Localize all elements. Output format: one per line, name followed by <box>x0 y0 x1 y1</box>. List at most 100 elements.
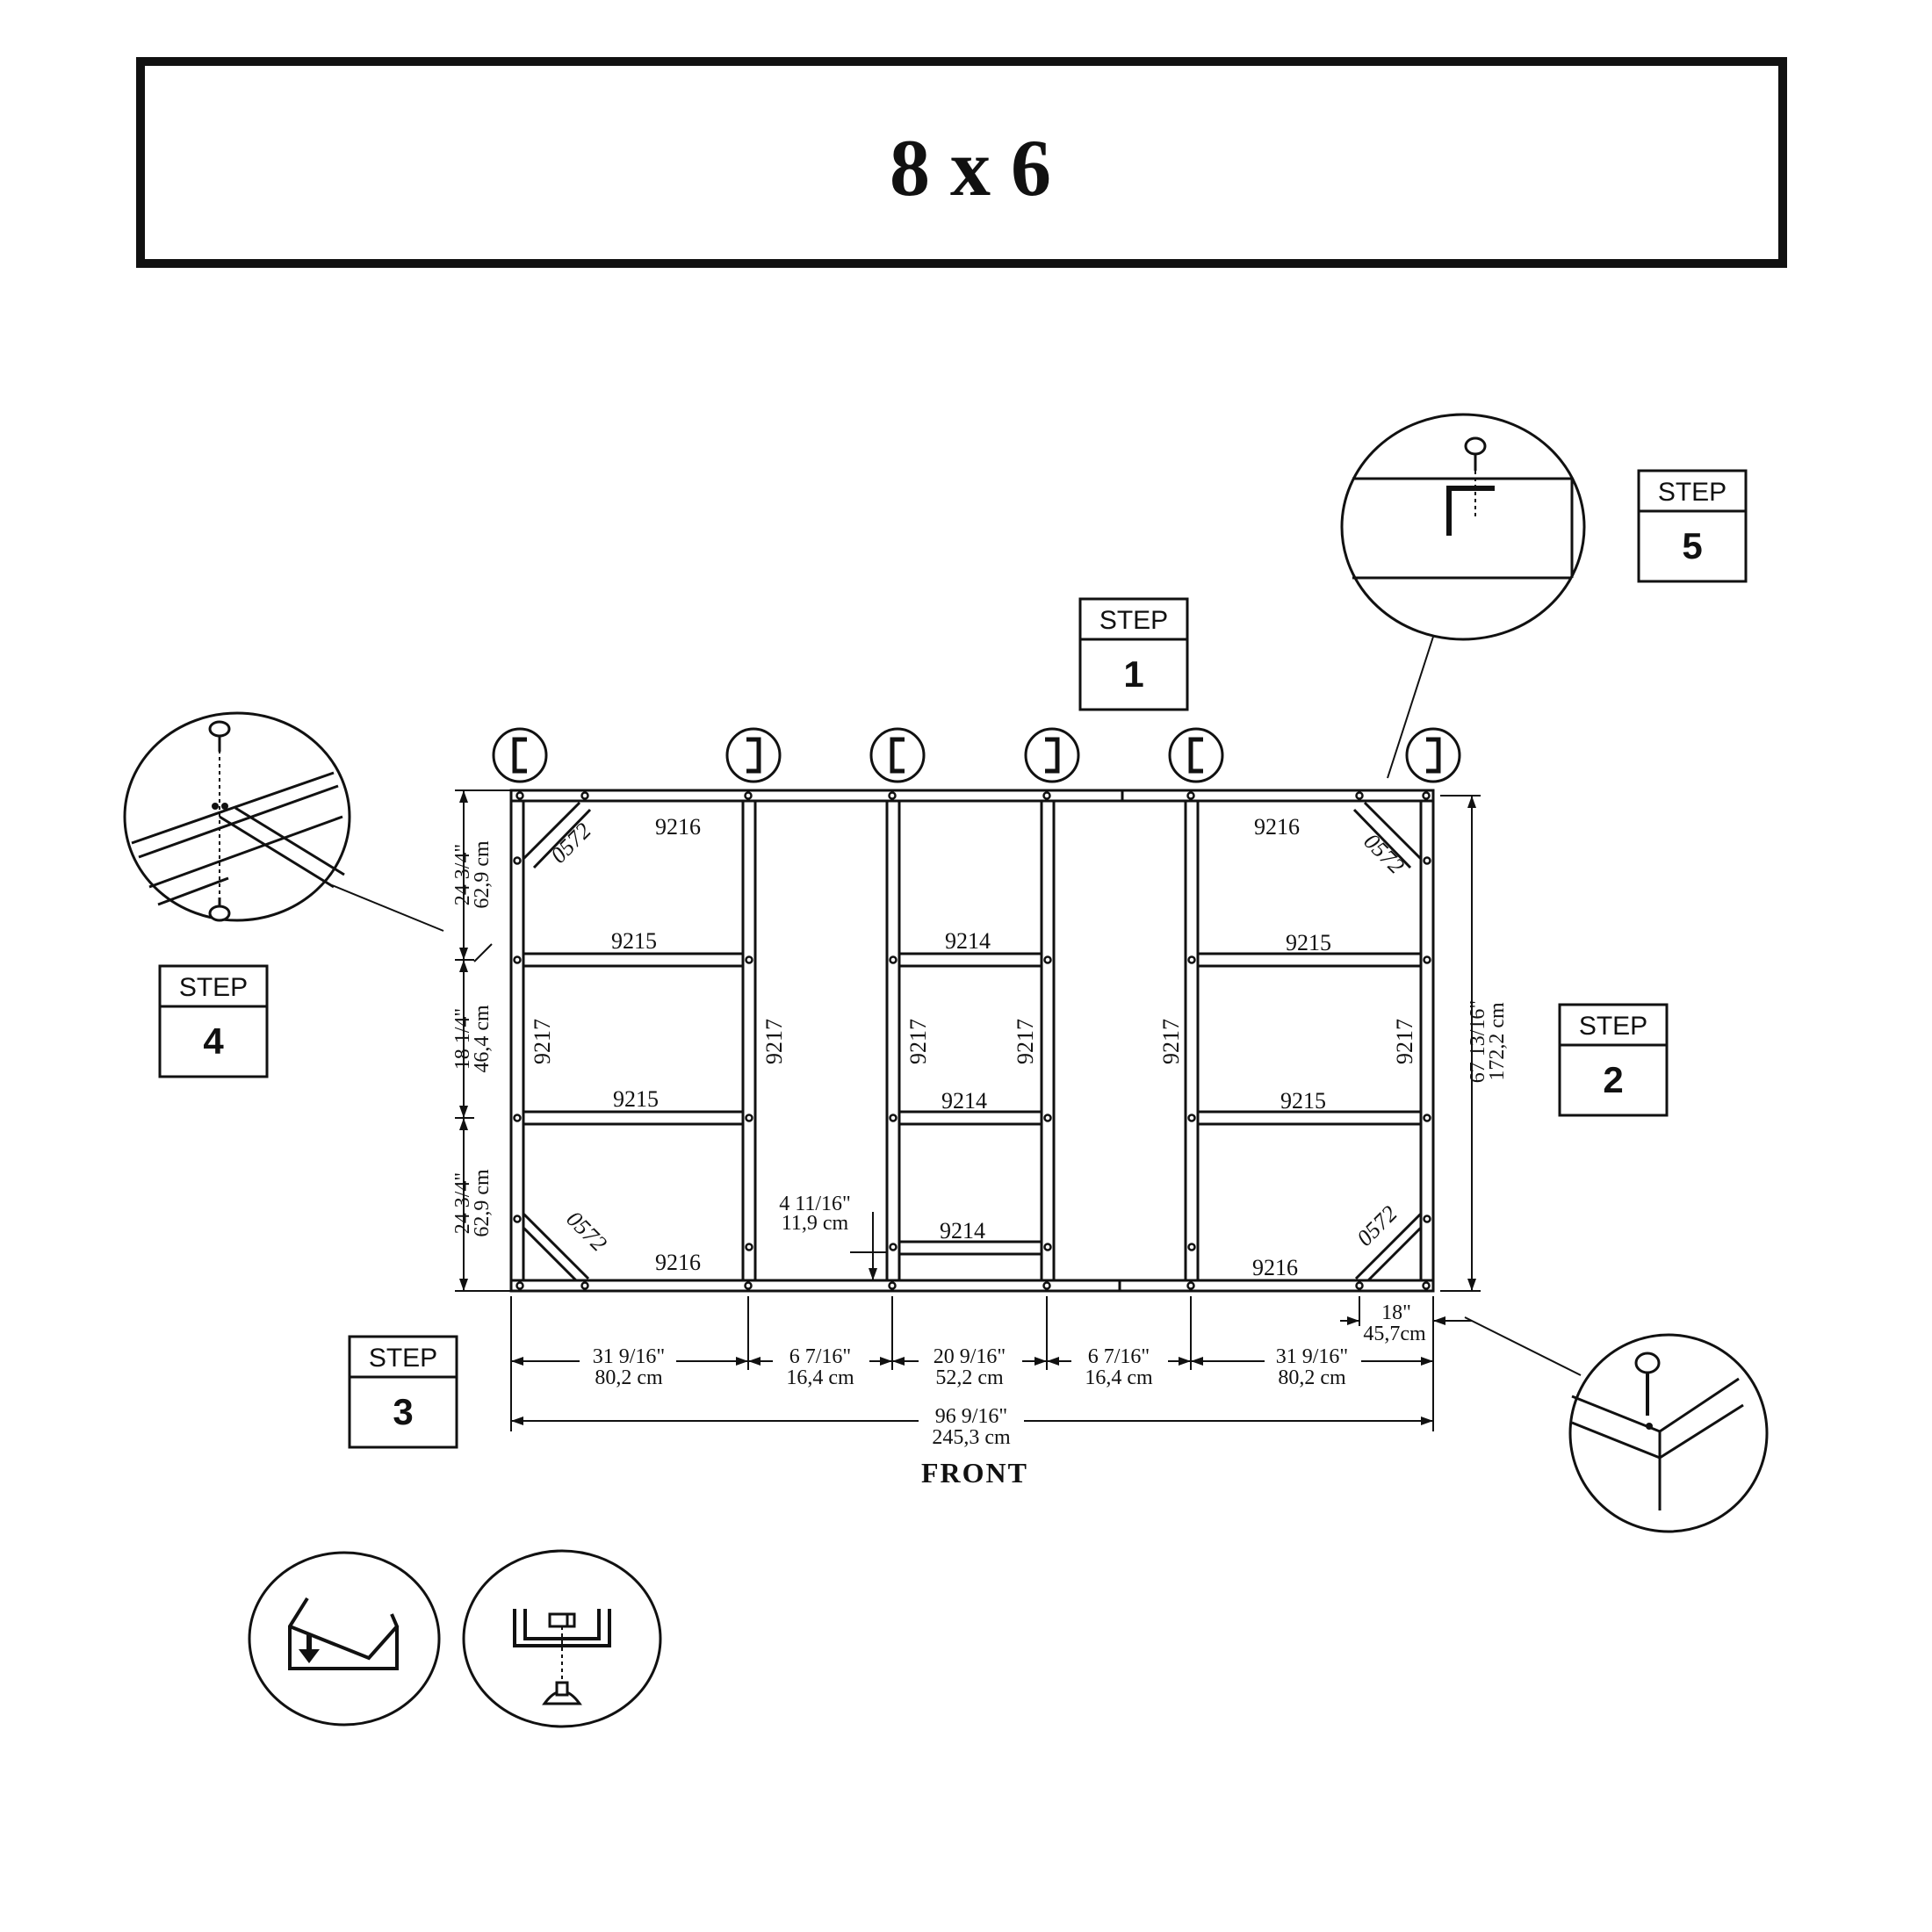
joist-6 <box>1419 799 1435 1282</box>
dimension-inch: 24 3/4" <box>451 1172 474 1234</box>
step-box-1: STEP 1 <box>1078 597 1189 711</box>
joist-2 <box>741 799 757 1282</box>
dimension-cm: 172,2 cm <box>1486 1002 1509 1081</box>
connector-bracket-left-icon <box>1168 727 1224 783</box>
left-dimensions: 24 3/4" 62,9 cm 18 1/4" 46,4 cm 24 3/4" … <box>451 789 511 1292</box>
dimension-cm: 80,2 cm <box>1278 1366 1346 1389</box>
step-box-5: STEP 5 <box>1637 469 1748 583</box>
cross-left-upper <box>522 952 745 968</box>
part-label: 9217 <box>1392 1019 1417 1064</box>
connector-bracket-right-icon <box>1024 727 1080 783</box>
dimension-inch: 18 1/4" <box>451 1008 474 1070</box>
part-label: 9214 <box>941 1088 987 1114</box>
part-label: 9215 <box>611 928 657 954</box>
brace-top-right <box>1352 801 1423 869</box>
cross-right-lower <box>1196 1110 1423 1126</box>
part-label: 9217 <box>761 1019 787 1064</box>
step-number: 4 <box>203 1020 224 1062</box>
dimension-cm: 62,9 cm <box>471 840 494 909</box>
dimension-cm: 46,4 cm <box>471 1005 494 1073</box>
part-label: 9214 <box>945 928 991 954</box>
corner-offset-dimension: 18" 45,7cm <box>1340 1296 1472 1345</box>
floor-frame <box>509 789 1435 1293</box>
detail-callout-corner-screw <box>1464 1316 1769 1533</box>
cross-mid-upper <box>898 952 1043 968</box>
dimension-cm: 80,2 cm <box>595 1366 663 1389</box>
bolt-holes <box>513 791 1431 1290</box>
brace-bottom-left <box>522 1212 590 1282</box>
dimension-inch: 18" <box>1381 1301 1411 1324</box>
detail-bracket-bolt <box>462 1549 662 1728</box>
dimension-inch: 67 13/16" <box>1467 1000 1489 1083</box>
bottom-dimensions: 31 9/16" 80,2 cm 6 7/16" 16,4 cm 20 9/16… <box>510 1296 1434 1489</box>
dimension-cm: 245,3 cm <box>932 1426 1011 1449</box>
cross-mid-low <box>898 1240 1043 1256</box>
brace-top-left <box>522 801 592 869</box>
detail-bracket-rotate <box>248 1551 441 1727</box>
step-box-4: STEP 4 <box>158 964 269 1078</box>
step-label: STEP <box>1099 606 1168 635</box>
dimension-inch: 96 9/16" <box>935 1405 1007 1428</box>
front-label: FRONT <box>921 1457 1028 1489</box>
dimension-inch: 24 3/4" <box>451 844 474 905</box>
part-label: 9217 <box>1158 1019 1184 1064</box>
right-dimension: 67 13/16" 172,2 cm <box>1440 795 1509 1292</box>
dimension-inch: 31 9/16" <box>593 1345 665 1368</box>
part-label: 9214 <box>940 1218 985 1244</box>
arrow-down-icon <box>299 1635 320 1663</box>
dimension-cm: 11,9 cm <box>782 1212 849 1235</box>
part-label: 0572 <box>1359 828 1409 878</box>
connector-bracket-right-icon <box>1405 727 1461 783</box>
part-label: 9216 <box>1254 814 1300 840</box>
connector-bracket-left-icon <box>869 727 926 783</box>
dimension-inch: 6 7/16" <box>789 1345 851 1368</box>
part-label: 0572 <box>1352 1200 1402 1251</box>
step-number: 2 <box>1603 1059 1623 1100</box>
title-banner: 8 x 6 <box>136 57 1787 268</box>
dimension-cm: 16,4 cm <box>786 1366 854 1389</box>
cross-left-lower <box>522 1110 745 1126</box>
bolt-icon <box>542 1681 582 1705</box>
joist-4 <box>1040 799 1056 1282</box>
dimension-inch: 4 11/16" <box>779 1193 851 1215</box>
part-label: 9215 <box>1280 1088 1326 1114</box>
screw-icon <box>1464 436 1487 471</box>
dimension-inch: 31 9/16" <box>1276 1345 1348 1368</box>
detail-callout-bracket <box>1340 413 1586 779</box>
screw-icon <box>208 720 231 752</box>
part-label: 9216 <box>655 814 701 840</box>
step-label: STEP <box>1579 1012 1647 1041</box>
dimension-cm: 16,4 cm <box>1085 1366 1153 1389</box>
dimension-inch: 6 7/16" <box>1088 1345 1150 1368</box>
step-box-3: STEP 3 <box>348 1335 458 1449</box>
step-box-2: STEP 2 <box>1558 1003 1669 1117</box>
part-label: 9216 <box>1252 1255 1298 1280</box>
dimension-cm: 62,9 cm <box>471 1169 494 1237</box>
dimension-cm: 52,2 cm <box>935 1366 1004 1389</box>
nut-icon <box>548 1612 576 1628</box>
detail-callout-cross-joint <box>123 711 444 932</box>
part-label: 9215 <box>1286 930 1331 955</box>
dimension-inch: 20 9/16" <box>934 1345 1006 1368</box>
connector-bracket-left-icon <box>492 727 548 783</box>
joist-3 <box>885 799 901 1282</box>
part-label: 9217 <box>530 1019 555 1064</box>
step-number: 5 <box>1682 525 1702 566</box>
screw-icon <box>1634 1352 1661 1430</box>
part-labels: 9216 9216 9216 9216 9215 9215 9215 9215 … <box>530 814 1417 1280</box>
step-number: 1 <box>1123 653 1143 695</box>
door-offset-dimension: 4 11/16" 11,9 cm <box>779 1193 887 1280</box>
step-number: 3 <box>393 1391 413 1432</box>
step-label: STEP <box>1658 478 1727 507</box>
part-label: 9216 <box>655 1250 701 1275</box>
part-label: 9215 <box>613 1086 659 1112</box>
connector-bracket-right-icon <box>725 727 782 783</box>
part-label: 0572 <box>545 818 595 868</box>
dimension-cm: 45,7cm <box>1363 1323 1426 1345</box>
bolt-icon <box>208 898 231 922</box>
page-title: 8 x 6 <box>890 123 1051 213</box>
cross-right-upper <box>1196 952 1423 968</box>
joist-5 <box>1184 799 1200 1282</box>
part-label: 9217 <box>1013 1019 1038 1064</box>
